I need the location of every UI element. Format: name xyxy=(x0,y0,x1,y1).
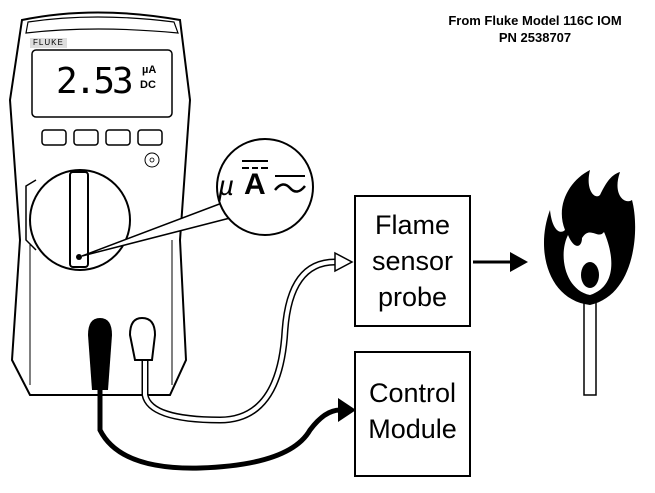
meter-mode: DC xyxy=(140,79,156,91)
flame-label-line-1: Flame xyxy=(374,210,450,240)
callout-magnifier xyxy=(216,138,314,236)
source-line-1: From Fluke Model 116C IOM xyxy=(448,13,622,28)
control-module-label: Control Module xyxy=(355,375,470,447)
arrow-to-flame xyxy=(510,252,528,272)
arrow-to-flame-sensor xyxy=(334,251,354,273)
flame-label-line-2: sensor xyxy=(371,246,454,276)
source-note: From Fluke Model 116C IOM PN 2538707 xyxy=(420,12,650,46)
match-head xyxy=(581,262,599,288)
dial-knob xyxy=(69,171,89,268)
meter-reading: 2.53 xyxy=(56,61,134,102)
black-test-lead xyxy=(97,350,341,471)
flame-sensor-box xyxy=(354,195,471,327)
button-3 xyxy=(105,129,131,146)
button-4 xyxy=(137,129,163,146)
button-1 xyxy=(41,129,67,146)
backlight-button xyxy=(144,152,160,168)
arrow-to-control-module xyxy=(338,398,356,422)
callout-mu: µ xyxy=(218,170,235,201)
display-screen xyxy=(31,49,173,118)
control-label-line-1: Control xyxy=(368,378,457,408)
control-label-line-2: Module xyxy=(368,414,457,444)
control-module-box xyxy=(354,351,471,477)
ac-wave-icon xyxy=(274,183,306,193)
button-2 xyxy=(73,129,99,146)
flame-sensor-label: Flame sensor probe xyxy=(355,207,470,315)
flame-label-line-3: probe xyxy=(377,282,448,312)
source-line-2: PN 2538707 xyxy=(498,30,572,45)
callout-amps: A xyxy=(244,168,266,201)
meter-brand: FLUKE xyxy=(30,38,67,48)
meter-unit: µA xyxy=(142,64,157,76)
